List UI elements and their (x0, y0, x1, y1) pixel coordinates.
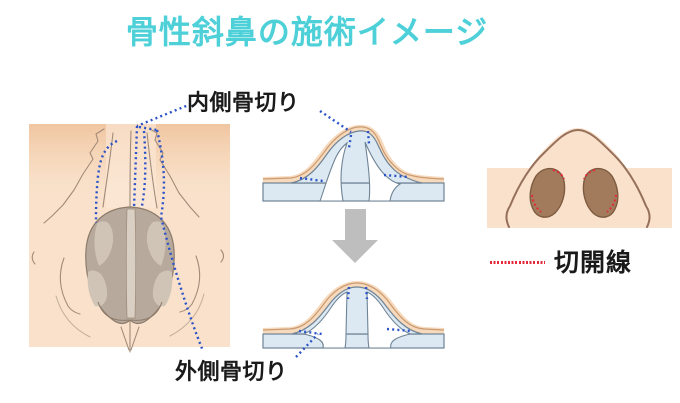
incision-line-swatch-icon (490, 261, 545, 264)
medial-osteotomy-label: 内側骨切り (187, 90, 300, 115)
nose-outline (505, 128, 651, 228)
frontal-view-illustration (29, 124, 230, 353)
after-cross-section (262, 280, 445, 349)
osteotomy-dotted-lines (94, 102, 412, 358)
incision-line-legend: 切開線 (490, 243, 632, 279)
before-cross-section (262, 124, 445, 202)
down-arrow-icon (332, 209, 378, 263)
base-view-illustration (487, 128, 672, 228)
page-title: 骨性斜鼻の施術イメージ (125, 14, 489, 50)
incision-dotted-marks (531, 169, 617, 213)
incision-line-label: 切開線 (554, 249, 633, 277)
lateral-osteotomy-label: 外側骨切り (175, 359, 288, 384)
